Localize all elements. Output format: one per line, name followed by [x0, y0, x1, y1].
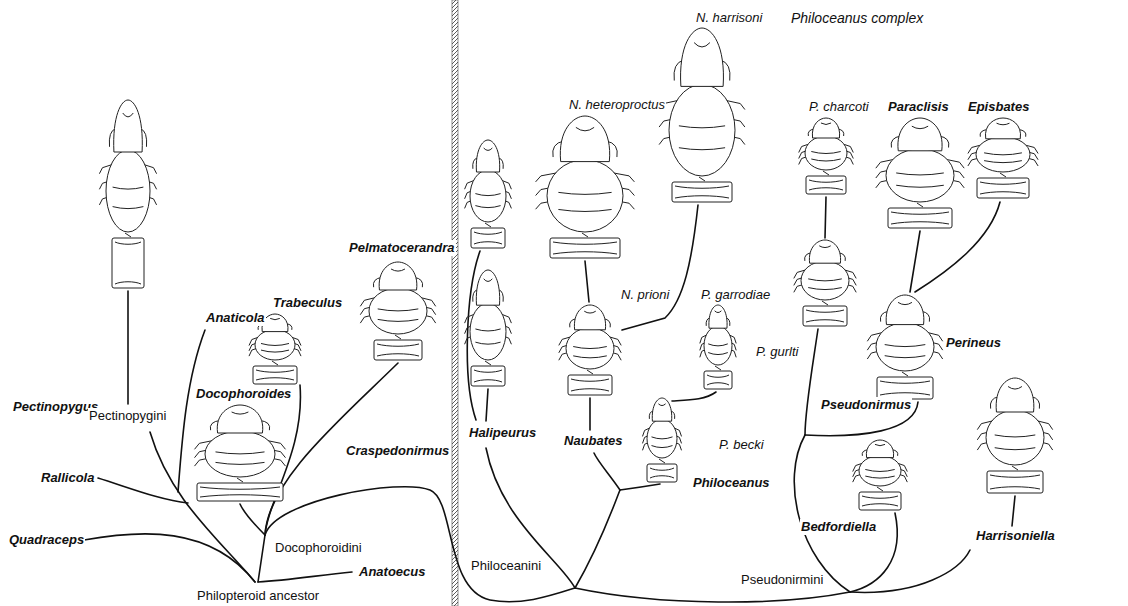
louse-drawing [465, 140, 512, 248]
tree-branch [240, 504, 265, 535]
louse-drawing [876, 118, 964, 228]
tree-branch [794, 435, 850, 592]
taxon-label: Pseudonirmus [820, 397, 912, 413]
tree-branch [486, 389, 488, 421]
tree-branch [258, 572, 352, 582]
louse-drawing [99, 100, 156, 288]
taxon-label: Anaticola [205, 310, 266, 326]
tree-branch [84, 534, 255, 582]
louse-drawing [195, 405, 286, 501]
louse-drawing [659, 28, 745, 202]
tree-branches [84, 197, 1015, 602]
taxon-label: Episbates [967, 99, 1030, 115]
clade-label: Docophoroidini [274, 540, 363, 556]
tree-branch [258, 535, 265, 582]
taxon-label: P. gurlti [755, 344, 799, 360]
taxon-label: Anatoecus [358, 564, 426, 580]
tree-branch [622, 205, 698, 330]
taxon-label: Naubates [563, 433, 624, 449]
taxon-label: P. garrodiae [700, 287, 771, 303]
tree-branch [575, 588, 850, 602]
taxon-label: P. becki [718, 437, 765, 453]
louse-drawing [867, 295, 942, 399]
tree-branch [594, 453, 620, 490]
clade-label: Philoceanini [470, 558, 542, 574]
louse-drawing [536, 116, 635, 258]
taxon-label: Halipeurus [468, 425, 537, 441]
tree-branch [850, 550, 970, 592]
taxon-label: Quadraceps [8, 532, 85, 548]
panel-title: Philoceanus complex [790, 10, 924, 26]
taxon-label: Rallicola [40, 470, 95, 486]
tree-branch [620, 484, 660, 490]
louse-drawing [700, 305, 736, 389]
tree-branch [575, 490, 620, 588]
taxon-label: Harrisoniella [975, 528, 1056, 544]
taxon-label: N. prioni [620, 287, 670, 303]
taxon-label: Pelmatocerandra [348, 240, 456, 256]
louse-drawings [99, 28, 1052, 510]
taxon-label: Perineus [945, 335, 1002, 351]
tree-branch [585, 261, 589, 302]
tree-branch [825, 197, 826, 238]
tree-branch [178, 330, 205, 492]
louse-drawing [977, 378, 1052, 493]
tree-branch [805, 329, 818, 435]
tree-branch [98, 478, 188, 503]
tree-branch [265, 487, 575, 602]
taxon-label: P. charcoti [808, 99, 870, 115]
tree-branch [589, 398, 591, 430]
clade-label: Pseudonirmini [740, 572, 824, 588]
taxon-label: Craspedonirmus [345, 443, 450, 459]
tree-branch [672, 392, 716, 401]
tree-branch [910, 231, 920, 292]
taxon-label: Paraclisis [887, 99, 950, 115]
clade-label: Pectinopygini [88, 408, 167, 424]
louse-drawing [465, 270, 512, 386]
panel-divider [452, 0, 458, 606]
taxon-label: Trabeculus [272, 295, 343, 311]
louse-drawing [794, 240, 856, 326]
tree-branch [1012, 496, 1015, 526]
clade-label: Philopteroid ancestor [196, 588, 320, 604]
louse-drawing [643, 398, 682, 482]
louse-drawing [360, 262, 435, 360]
taxon-label: Philoceanus [692, 475, 771, 491]
taxon-label: N. heteroproctus [568, 97, 666, 113]
taxon-label: N. harrisoni [695, 10, 763, 26]
taxon-label: Bedfordiella [800, 519, 877, 535]
taxon-label: Pectinopygus [12, 399, 99, 415]
taxon-label: Docophoroides [195, 386, 292, 402]
tree-branch [127, 291, 129, 404]
louse-drawing [968, 118, 1038, 198]
louse-drawing [853, 440, 908, 510]
louse-drawing [559, 305, 621, 395]
louse-drawing [799, 118, 854, 194]
